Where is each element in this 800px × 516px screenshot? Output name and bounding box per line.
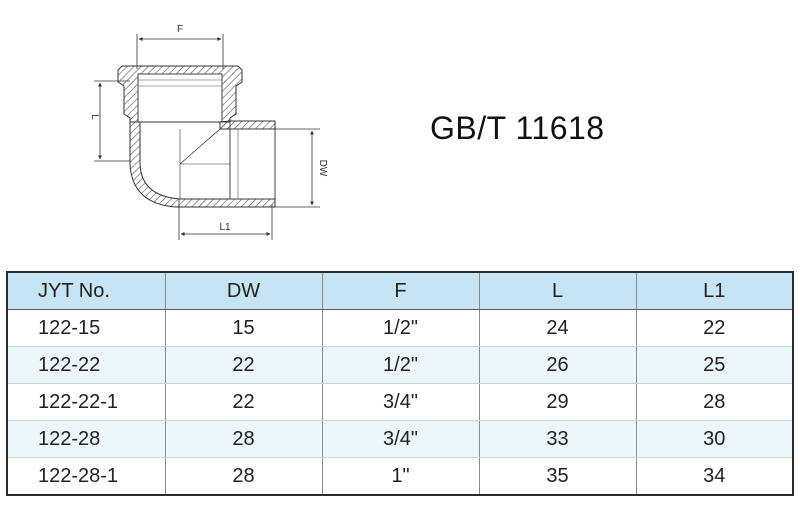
cell-jyt-no: 122-22 — [6, 346, 166, 384]
cell-l: 29 — [478, 383, 637, 421]
cell-l1: 34 — [635, 457, 794, 495]
cell-l: 26 — [478, 346, 637, 384]
cell-dw: 15 — [164, 309, 323, 347]
col-header-l: L — [478, 272, 637, 310]
dimension-dw: DW — [275, 128, 328, 208]
cell-l1: 28 — [635, 383, 794, 421]
table-row: 122-22 22 1/2" 26 25 — [6, 346, 794, 384]
elbow-body — [117, 65, 276, 208]
cell-f: 3/4" — [321, 383, 480, 421]
cell-l: 33 — [478, 420, 637, 458]
table-row: 122-22-1 22 3/4" 29 28 — [6, 383, 794, 421]
elbow-drawing-svg: F L DW L1 — [89, 24, 328, 240]
cell-f: 1/2" — [321, 346, 480, 384]
cell-l1: 22 — [635, 309, 794, 347]
cell-f: 3/4" — [321, 420, 480, 458]
dimension-l-label: L — [89, 114, 100, 120]
col-header-dw: DW — [164, 272, 323, 310]
cell-dw: 28 — [164, 420, 323, 458]
cell-l: 24 — [478, 309, 637, 347]
col-header-jyt-no: JYT No. — [6, 272, 166, 310]
table-row: 122-28 28 3/4" 33 30 — [6, 420, 794, 458]
elbow-fitting-drawing: F L DW L1 — [80, 14, 340, 250]
dimension-f-label: F — [177, 24, 183, 35]
cell-jyt-no: 122-15 — [6, 309, 166, 347]
dimension-f: F — [136, 24, 224, 69]
cell-dw: 22 — [164, 383, 323, 421]
cell-jyt-no: 122-28 — [6, 420, 166, 458]
standard-title: GB/T 11618 — [430, 110, 605, 146]
spec-table: JYT No. DW F L L1 122-15 15 1/2" 24 22 1… — [6, 271, 794, 496]
cell-jyt-no: 122-28-1 — [6, 457, 166, 495]
cell-l1: 25 — [635, 346, 794, 384]
col-header-l1: L1 — [635, 272, 794, 310]
cell-l1: 30 — [635, 420, 794, 458]
table-row: 122-15 15 1/2" 24 22 — [6, 309, 794, 347]
dimension-l1-label: L1 — [219, 222, 231, 233]
cell-l: 35 — [478, 457, 637, 495]
col-header-f: F — [321, 272, 480, 310]
cell-f: 1" — [321, 457, 480, 495]
cell-dw: 22 — [164, 346, 323, 384]
table-row: 122-28-1 28 1" 35 34 — [6, 457, 794, 495]
cell-jyt-no: 122-22-1 — [6, 383, 166, 421]
dimension-dw-label: DW — [317, 160, 328, 177]
cell-dw: 28 — [164, 457, 323, 495]
table-header-row: JYT No. DW F L L1 — [6, 272, 794, 310]
cell-f: 1/2" — [321, 309, 480, 347]
